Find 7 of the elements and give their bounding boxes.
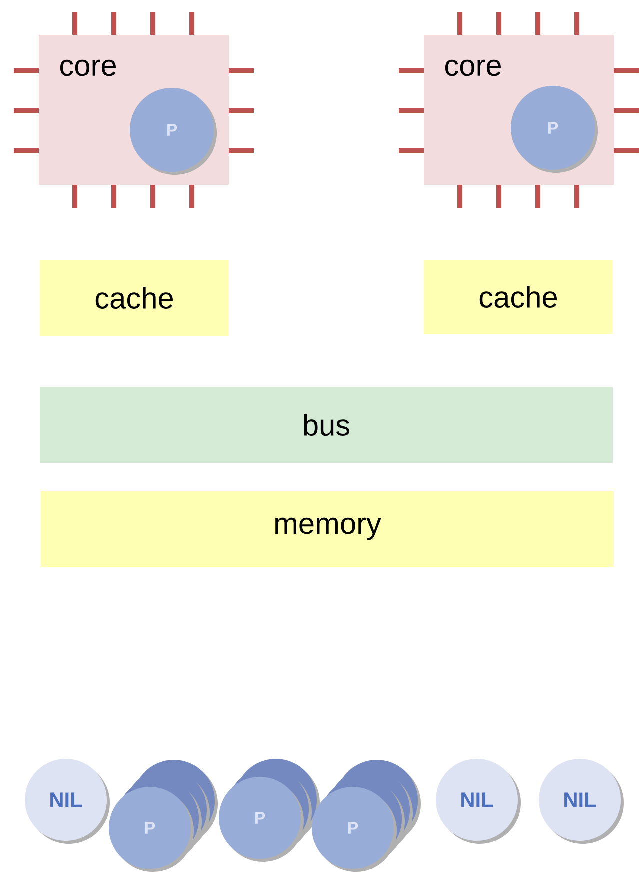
memory-block: memory xyxy=(41,491,614,567)
memory-block: cache xyxy=(424,260,613,334)
bus-bar: bus xyxy=(40,387,613,463)
disc-stack: P xyxy=(219,759,320,862)
disc-stack: P xyxy=(312,760,421,872)
memory-block: cache xyxy=(40,260,229,336)
disc-stack: P xyxy=(109,760,218,872)
